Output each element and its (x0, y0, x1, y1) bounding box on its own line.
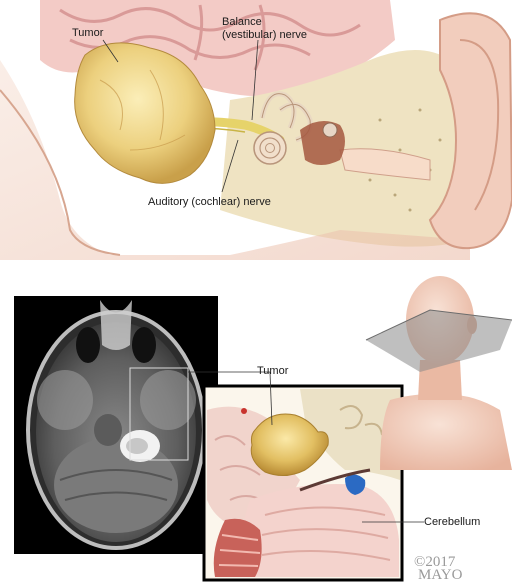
copyright-org: MAYO (418, 568, 462, 582)
label-tumor-inset: Tumor (257, 365, 288, 377)
head-orientation-figure (366, 276, 512, 470)
label-balance-nerve-line1: Balance (222, 16, 262, 28)
label-auditory-nerve: Auditory (cochlear) nerve (148, 196, 271, 208)
axial-plane (366, 310, 512, 372)
mri-scan (14, 296, 218, 554)
middle-ear (300, 121, 345, 165)
label-tumor-top: Tumor (72, 27, 103, 39)
cochlea (254, 132, 286, 164)
cerebellum (243, 484, 400, 577)
label-cerebellum: Cerebellum (424, 516, 480, 528)
label-balance-nerve-line2: (vestibular) nerve (222, 29, 307, 41)
